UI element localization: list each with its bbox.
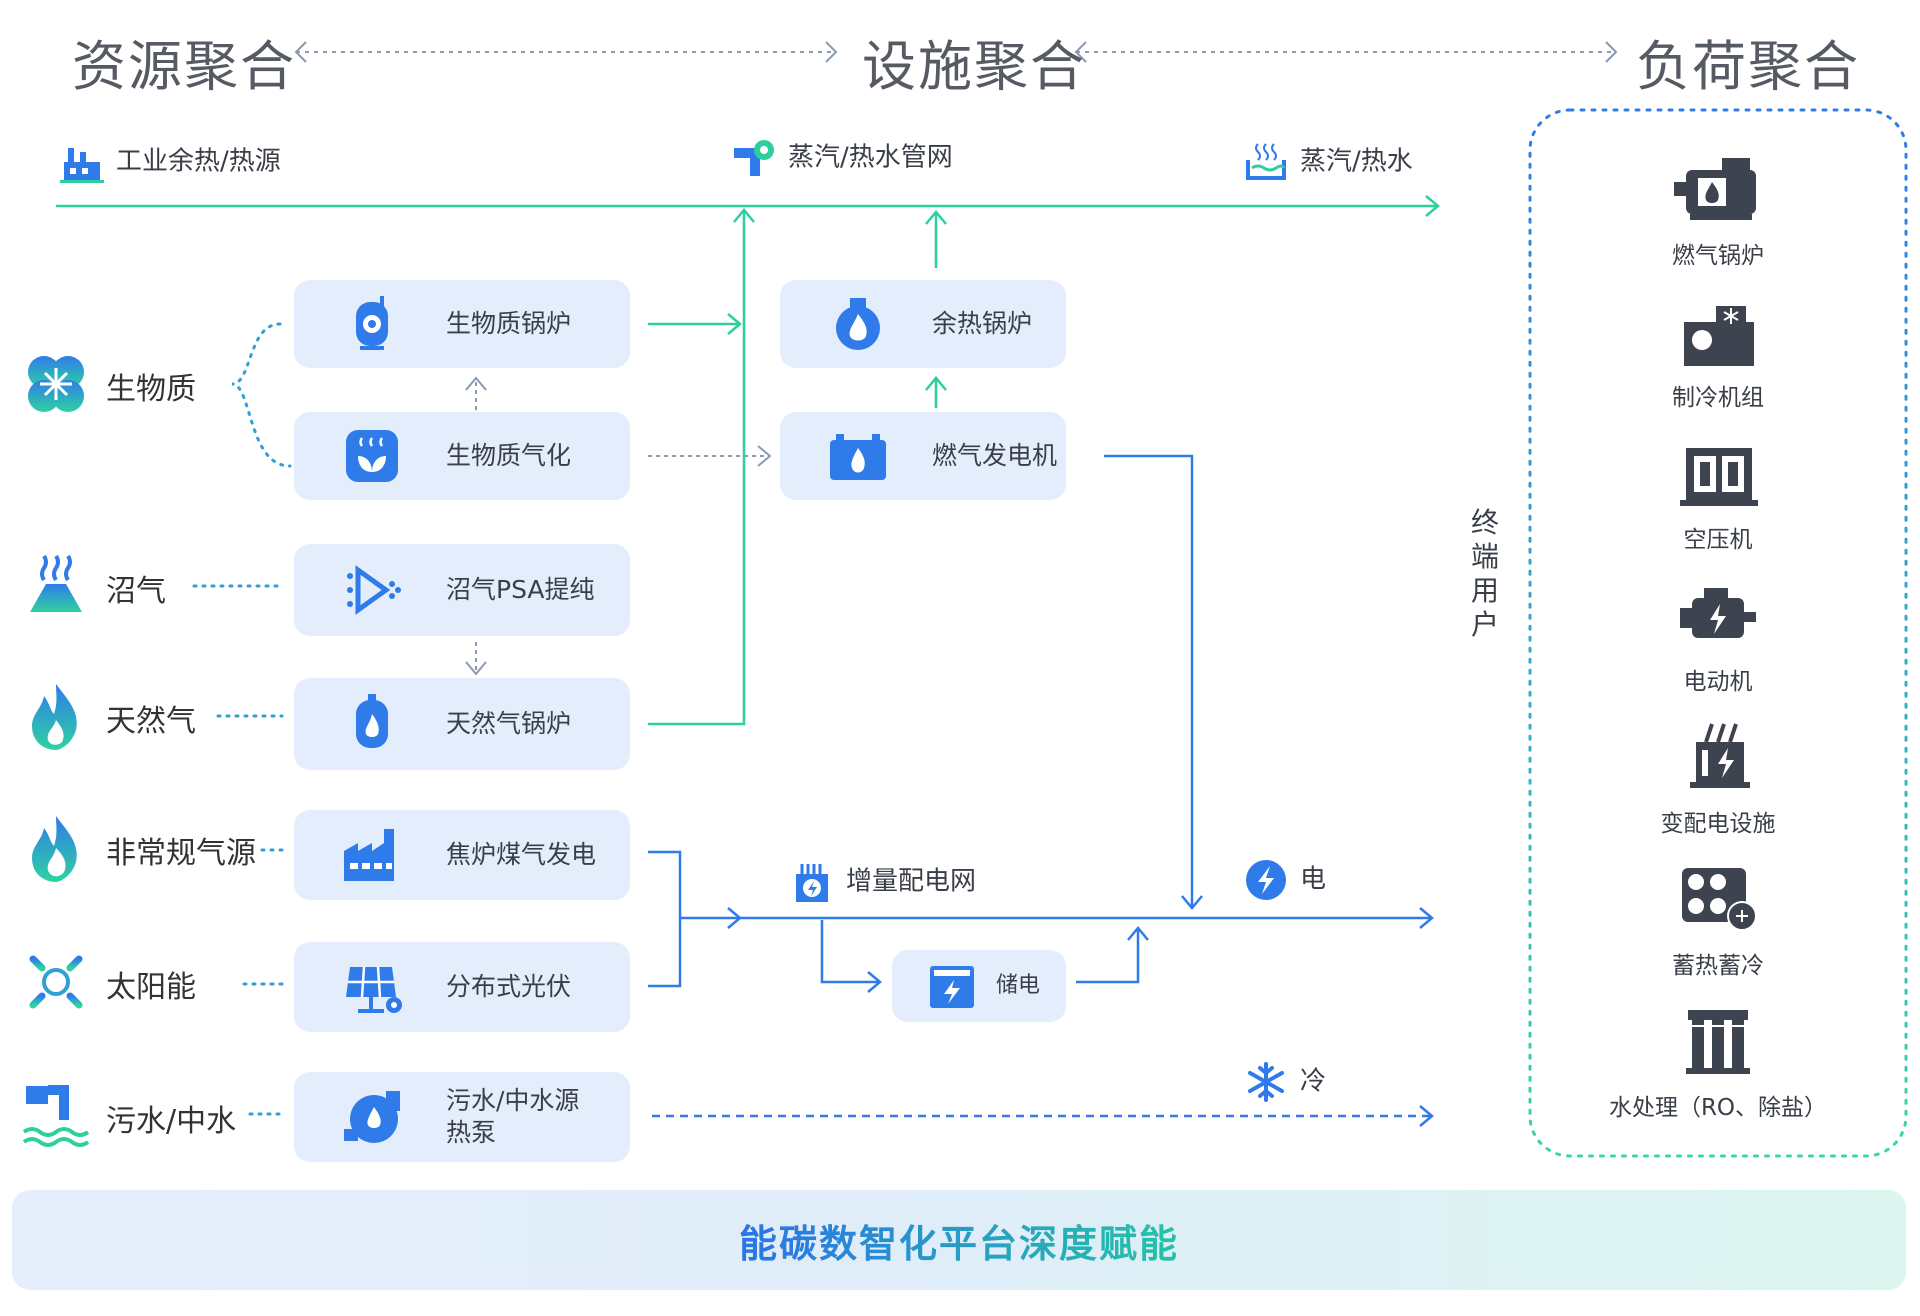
boiler-tank-icon xyxy=(356,296,388,350)
load-label: 水处理（RO、除盐） xyxy=(1608,1095,1828,1121)
load-water-treatment[interactable]: 水处理（RO、除盐） xyxy=(1538,1004,1898,1122)
flow-steam-network-label: 蒸汽/热水管网 xyxy=(788,142,953,173)
lightning-icon xyxy=(1246,860,1286,900)
box-coke-oven-gas-power[interactable]: 焦炉煤气发电 xyxy=(294,810,630,900)
header-arrows xyxy=(294,41,1618,63)
load-label: 燃气锅炉 xyxy=(1672,243,1764,269)
source-label: 污水/中水 xyxy=(106,1104,237,1139)
box-label: 沼气PSA提纯 xyxy=(446,575,595,604)
solar-panel-icon xyxy=(346,966,402,1013)
gas-boiler-unit-icon xyxy=(1674,158,1756,220)
battery-flame-icon xyxy=(830,434,886,480)
box-label: 焦炉煤气发电 xyxy=(446,840,597,869)
dashed-flows xyxy=(465,376,772,676)
box-power-storage[interactable]: 储电 xyxy=(892,950,1066,1022)
source-label: 天然气 xyxy=(106,704,196,739)
box-label: 污水/中水源 热泵 xyxy=(446,1086,580,1147)
flow-grid: 增量配电网 xyxy=(790,860,976,904)
load-air-compressor[interactable]: 空压机 xyxy=(1538,436,1898,554)
load-label: 蓄热蓄冷 xyxy=(1672,953,1764,979)
box-wastewater-heat-pump[interactable]: 污水/中水源 热泵 xyxy=(294,1072,630,1162)
clover-flower-icon xyxy=(28,356,84,412)
storage-battery-icon xyxy=(930,966,974,1008)
load-chiller[interactable]: 制冷机组 xyxy=(1538,294,1898,412)
box-label: 生物质气化 xyxy=(446,441,572,470)
box-biomass-gasification[interactable]: 生物质气化 xyxy=(294,412,630,500)
water-treatment-icon xyxy=(1686,1010,1750,1074)
thermal-storage-icon xyxy=(1682,868,1757,931)
motor-icon xyxy=(1680,588,1756,638)
end-user-label: 终端用户 xyxy=(1470,506,1499,641)
heat-pump-icon xyxy=(344,1091,400,1143)
flow-grid-label: 增量配电网 xyxy=(846,866,977,897)
gas-boiler-icon xyxy=(356,694,388,748)
source-label: 非常规气源 xyxy=(106,836,256,871)
load-label: 空压机 xyxy=(1683,527,1753,553)
biogas-flask-icon xyxy=(30,554,82,612)
load-label: 变配电设施 xyxy=(1660,811,1776,837)
box-label: 生物质锅炉 xyxy=(446,309,572,338)
box-label: 天然气锅炉 xyxy=(446,709,572,738)
header-resource: 资源聚合 xyxy=(72,35,296,98)
factory-icon xyxy=(344,829,394,881)
air-compressor-icon xyxy=(1680,448,1758,506)
load-transformer[interactable]: 变配电设施 xyxy=(1538,720,1898,838)
load-motor[interactable]: 电动机 xyxy=(1538,578,1898,696)
flow-steam-network: 蒸汽/热水管网 xyxy=(732,136,953,180)
flow-industrial-heat-label: 工业余热/热源 xyxy=(116,146,281,177)
load-thermal-storage[interactable]: 蓄热蓄冷 xyxy=(1538,862,1898,980)
box-label: 储电 xyxy=(996,973,1041,998)
load-gas-boiler[interactable]: 燃气锅炉 xyxy=(1538,152,1898,270)
flow-cold-label: 冷 xyxy=(1300,1066,1327,1097)
sun-icon xyxy=(20,946,92,1018)
flame-icon xyxy=(32,684,77,750)
source-label: 沼气 xyxy=(106,574,166,609)
platform-banner: 能碳数智化平台深度赋能 xyxy=(12,1190,1906,1290)
steam-bath-icon xyxy=(1246,143,1286,180)
chiller-icon xyxy=(1684,306,1754,366)
flow-electricity-label: 电 xyxy=(1300,864,1327,895)
load-label: 制冷机组 xyxy=(1672,385,1764,411)
banner-text: 能碳数智化平台深度赋能 xyxy=(739,1213,1179,1268)
flow-industrial-heat: 工业余热/热源 xyxy=(60,140,281,184)
box-label: 分布式光伏 xyxy=(446,972,572,1001)
flow-cold: 冷 xyxy=(1244,1060,1326,1104)
gasification-icon xyxy=(346,430,398,482)
load-label: 电动机 xyxy=(1683,669,1753,695)
header-load: 负荷聚合 xyxy=(1636,35,1860,98)
header-facility: 设施聚合 xyxy=(862,35,1086,98)
box-label: 燃气发电机 xyxy=(932,441,1058,470)
box-distributed-pv[interactable]: 分布式光伏 xyxy=(294,942,630,1032)
waste-heat-boiler-icon xyxy=(836,298,880,350)
pipe-valve-icon xyxy=(734,140,774,176)
factory-chimney-icon xyxy=(60,148,104,183)
flame-outline-icon xyxy=(32,816,77,882)
flow-steam-hotwater: 蒸汽/热水 xyxy=(1244,140,1413,184)
snowflake-icon xyxy=(1248,1062,1284,1102)
transformer-icon xyxy=(1690,723,1750,788)
grid-substation-icon xyxy=(796,864,828,902)
box-biomass-boiler[interactable]: 生物质锅炉 xyxy=(294,280,630,368)
steam-line xyxy=(56,195,1440,726)
box-natural-gas-boiler[interactable]: 天然气锅炉 xyxy=(294,678,630,770)
source-label: 生物质 xyxy=(106,372,196,407)
purification-icon xyxy=(347,565,401,615)
source-label: 太阳能 xyxy=(106,970,196,1005)
box-label: 余热锅炉 xyxy=(932,309,1033,338)
box-biogas-psa[interactable]: 沼气PSA提纯 xyxy=(294,544,630,636)
box-gas-generator[interactable]: 燃气发电机 xyxy=(780,412,1066,500)
source-connectors xyxy=(192,322,292,1116)
wastewater-pipe-icon xyxy=(22,1085,90,1147)
box-waste-heat-boiler[interactable]: 余热锅炉 xyxy=(780,280,1066,368)
flow-electricity: 电 xyxy=(1244,858,1326,902)
flow-steam-hotwater-label: 蒸汽/热水 xyxy=(1300,146,1413,177)
electricity-lines xyxy=(648,454,1434,1127)
